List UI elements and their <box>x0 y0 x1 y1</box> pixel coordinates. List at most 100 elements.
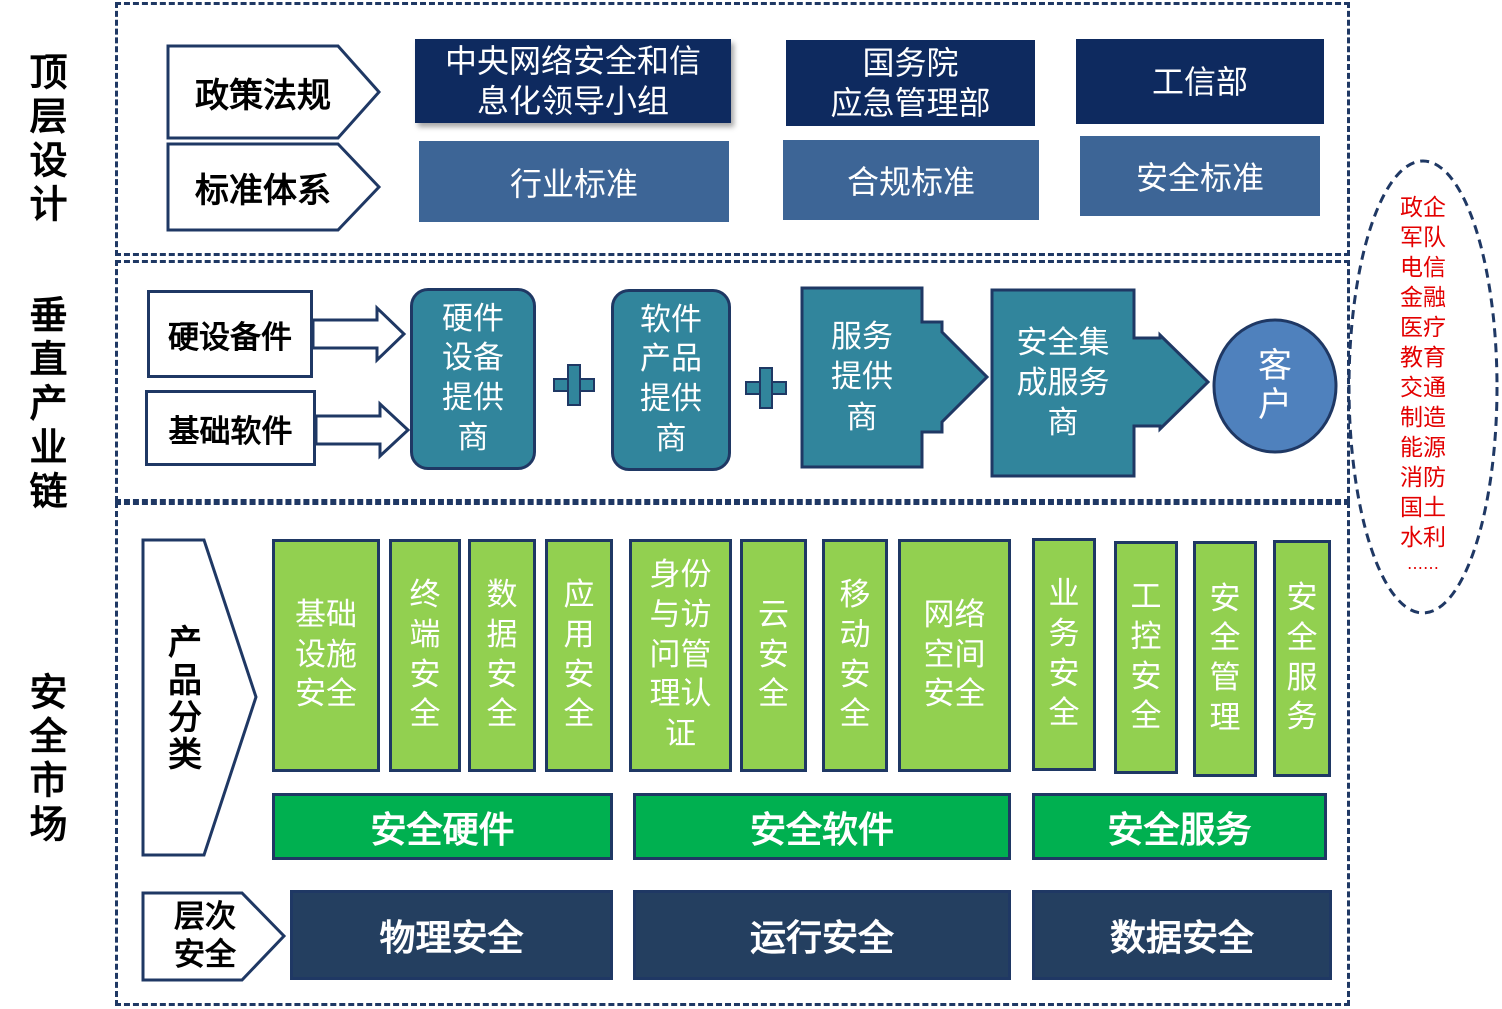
product-line: 设施 <box>295 636 357 673</box>
group-security-services: 安全服务 <box>1032 793 1327 860</box>
standard-label: 标准体系 <box>195 170 331 211</box>
industry-item: 消防 <box>1400 465 1446 491</box>
policy-org-cac-line2: 息化领导小组 <box>476 82 669 120</box>
product-line: 安全 <box>295 676 357 713</box>
product-line: 全 <box>758 676 789 713</box>
policy-org-miit-line1: 工信部 <box>1151 62 1248 101</box>
group-security-hardware: 安全硬件 <box>272 793 613 860</box>
service-provider-line: 服务 <box>831 319 893 356</box>
product-mobile-security: 移 动 安 全 <box>822 539 888 772</box>
product-business-security: 业 务 安 全 <box>1032 538 1096 771</box>
plus-icon <box>745 367 787 409</box>
integrator-arrow <box>990 288 1211 478</box>
layer-label: 层次 安全 <box>150 893 260 980</box>
product-line: 用 <box>563 616 595 653</box>
product-line: 安 <box>409 656 441 693</box>
layer-label-line: 层次 <box>174 899 236 936</box>
product-line: 安 <box>563 656 595 693</box>
service-provider-line: 商 <box>846 399 878 436</box>
product-cyberspace-security: 网络 空间 安全 <box>898 539 1011 772</box>
category-label-char: 类 <box>168 735 202 776</box>
layer-arrow-shape <box>141 891 287 982</box>
hardware-input-arrow <box>311 304 407 364</box>
category-label: 产 品 分 类 <box>150 600 220 800</box>
service-provider-line: 提供 <box>831 359 893 396</box>
vertical-chain-section <box>115 260 1350 502</box>
policy-org-emergency: 国务院 应急管理部 <box>786 40 1035 126</box>
software-input-arrow <box>314 400 411 460</box>
product-security-management: 安 全 管 理 <box>1193 541 1257 777</box>
industry-item: 国土 <box>1400 495 1446 521</box>
product-line: 端 <box>409 616 441 653</box>
row-label-top-design: 顶层设计 <box>23 52 67 228</box>
security-market-section <box>115 502 1350 1006</box>
integrator-line: 成服务 <box>1016 364 1110 401</box>
group-security-software: 安全软件 <box>633 793 1011 860</box>
product-line: 全 <box>486 696 518 733</box>
chain-input-hardware: 硬设备件 <box>147 290 313 378</box>
hardware-provider-line: 设备 <box>442 340 504 377</box>
product-line: 全 <box>1048 695 1080 732</box>
product-line: 空间 <box>923 636 986 673</box>
standard-security: 安全标准 <box>1080 136 1320 216</box>
product-cloud-security: 云 安 全 <box>740 539 807 772</box>
software-provider-line: 提供 <box>640 381 702 417</box>
product-line: 证 <box>665 716 696 752</box>
product-iam: 身份 与访 问管 理认 证 <box>629 539 732 772</box>
software-provider-line: 产品 <box>640 341 702 378</box>
industry-item: 教育 <box>1400 345 1446 371</box>
product-line: 安 <box>1130 658 1162 695</box>
product-line: 安 <box>758 636 789 673</box>
product-line: 安 <box>1048 655 1080 692</box>
product-line: 问管 <box>649 636 712 673</box>
industry-item: 电信 <box>1400 255 1446 281</box>
product-line: 理认 <box>649 676 712 713</box>
product-line: 安 <box>486 656 518 693</box>
hardware-provider-line: 商 <box>457 419 489 456</box>
product-line: 动 <box>839 616 871 653</box>
product-line: 理 <box>1209 699 1241 736</box>
top-design-section <box>115 2 1350 256</box>
customer-text: 客 户 <box>1214 320 1336 452</box>
industry-item: 金融 <box>1400 285 1446 311</box>
product-line: 网络 <box>923 596 986 633</box>
product-endpoint-security: 终 端 安 全 <box>389 539 461 772</box>
policy-arrow-shape <box>166 44 382 140</box>
product-line: 安 <box>1209 580 1241 617</box>
product-line: 务 <box>1048 615 1080 652</box>
policy-org-emergency-line1: 国务院 <box>862 44 959 82</box>
product-line: 安 <box>839 656 871 693</box>
standard-compliance: 合规标准 <box>783 140 1039 220</box>
industry-item: 军队 <box>1400 225 1446 251</box>
policy-org-miit: 工信部 <box>1076 39 1324 124</box>
service-provider-text: 服务 提供 商 <box>802 288 922 467</box>
industry-item: 制造 <box>1400 405 1446 431</box>
product-line: 全 <box>1209 620 1241 657</box>
chain-input-software: 基础软件 <box>145 390 316 466</box>
product-line: 应 <box>563 577 595 614</box>
integrator-line: 商 <box>1047 405 1079 442</box>
policy-label: 政策法规 <box>195 75 331 116</box>
service-provider-arrow <box>800 286 990 469</box>
product-line: 全 <box>1286 619 1318 656</box>
row-label-vertical-chain: 垂直产业链 <box>23 295 67 515</box>
category-label-char: 分 <box>168 698 202 738</box>
industry-item: 能源 <box>1400 435 1446 461</box>
product-line: 工 <box>1130 579 1162 616</box>
product-line: 控 <box>1130 618 1162 655</box>
product-line: 数 <box>486 577 518 614</box>
policy-org-cac-line1: 中央网络安全和信 <box>444 42 701 80</box>
layer-data-security: 数据安全 <box>1032 890 1332 980</box>
layer-operation-security: 运行安全 <box>633 890 1011 980</box>
product-line: 与访 <box>649 596 712 633</box>
software-provider-line: 商 <box>655 420 687 457</box>
product-line: 管 <box>1209 660 1241 696</box>
product-line: 云 <box>758 596 789 633</box>
category-label-char: 产 <box>168 623 202 664</box>
hardware-provider-line: 硬件 <box>442 300 504 337</box>
integrator-text: 安全集 成服务 商 <box>992 290 1134 476</box>
product-application-security: 应 用 安 全 <box>545 539 613 772</box>
software-provider-line: 软件 <box>640 301 702 338</box>
plus-icon <box>553 364 595 406</box>
